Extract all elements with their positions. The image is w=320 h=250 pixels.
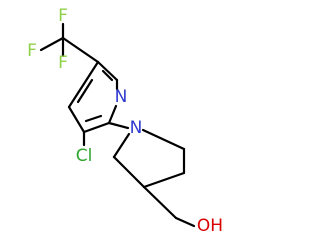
bond-ring-n-bottom-right [107, 104, 118, 125]
bond-pip-left-bottom [112, 155, 146, 189]
fluorine-label-top: F [58, 6, 68, 26]
pyridine-nitrogen-label: N [115, 87, 128, 107]
chemical-structure-diagram: F F F N Cl N OH [27, 6, 223, 236]
bond-ring-top-right [96, 60, 119, 82]
hydroxyl-label: OH [197, 216, 223, 236]
bond-inner-left [76, 78, 94, 104]
bond-cf3-ring [61, 36, 100, 64]
bond-inner-top-right [101, 69, 114, 82]
fluorine-label-bottom: F [58, 53, 68, 73]
bond-ring-bottom [82, 121, 111, 134]
piperidine-nitrogen-label: N [130, 118, 143, 138]
bond-pip-n-left [112, 132, 131, 159]
bond-ring-left-bottom [67, 105, 86, 134]
molecule-structure-canvas: F F F N Cl N OH [27, 6, 224, 236]
bond-ring-left-top [67, 60, 100, 109]
bond-ch2-oh [174, 216, 196, 228]
bond-c-f-left [39, 36, 65, 52]
chlorine-label: Cl [76, 146, 93, 166]
bond-pip-top-n [141, 128, 186, 151]
bond-ring-piperidine [107, 121, 130, 130]
bond-pip-ch2 [142, 185, 178, 220]
bond-inner-bottom-right [84, 114, 103, 123]
fluorine-label-left: F [27, 41, 37, 61]
bond-pip-bottom-right [142, 171, 186, 189]
